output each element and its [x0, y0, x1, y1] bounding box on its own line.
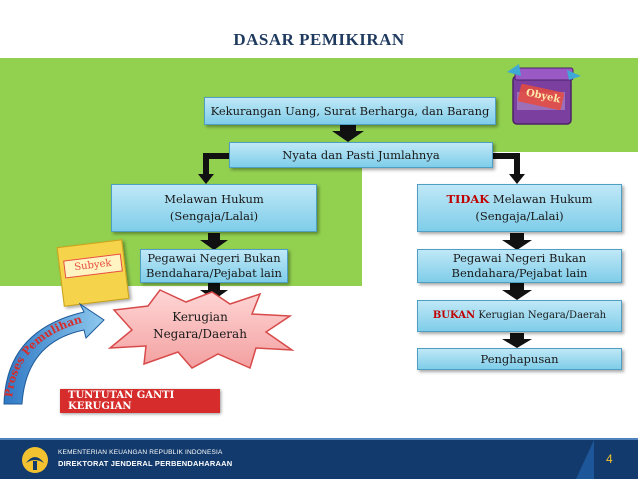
kerugian-line2: Negara/Daerah [153, 327, 247, 342]
footer-slash-accent [576, 440, 594, 479]
proses-pemulihan-arrow: Proses Pemulihan [2, 302, 105, 405]
melawan-line1: Melawan Hukum [164, 192, 264, 207]
connector-right-split [493, 153, 520, 176]
penghapusan-text: Penghapusan [480, 351, 559, 366]
kerugian-line1: Kerugian [172, 310, 228, 324]
box-nyata-text: Nyata dan Pasti Jumlahnya [282, 147, 440, 162]
bukan-kerugian-line: BUKAN Kerugian Negara/Daerah [433, 309, 606, 324]
ministry-logo-icon [22, 447, 48, 473]
box-melawan-hukum: Melawan Hukum (Sengaja/Lalai) [111, 184, 317, 232]
footer-ministry: KEMENTERIAN KEUANGAN REPUBLIK INDONESIA [58, 449, 223, 456]
arrow-pegawai-to-bukan [502, 283, 532, 300]
arrow-to-melawan [198, 174, 214, 184]
box-tidak-melawan-hukum: TIDAK Melawan Hukum (Sengaja/Lalai) [417, 184, 622, 232]
kerugian-text: Kerugian Negara/Daerah [128, 309, 272, 344]
pegawai-left-line2: Bendahara/Pejabat lain [146, 266, 282, 280]
box-pegawai-right: Pegawai Negeri Bukan Bendahara/Pejabat l… [417, 249, 622, 283]
box-kekurangan: Kekurangan Uang, Surat Berharga, dan Bar… [204, 97, 496, 125]
box-bukan-kerugian: BUKAN Kerugian Negara/Daerah [417, 300, 622, 332]
footer-accent-line [0, 438, 638, 440]
obyek-tag-icon [507, 64, 581, 125]
box-pegawai-left: Pegawai Negeri Bukan Bendahara/Pejabat l… [140, 249, 288, 283]
arrow-bukan-to-penghapusan [502, 333, 532, 348]
box-kekurangan-text: Kekurangan Uang, Surat Berharga, dan Bar… [210, 103, 490, 118]
tidak-melawan-line2: (Sengaja/Lalai) [475, 209, 564, 223]
connector-left-split [203, 153, 230, 176]
arrow-tidak-to-pegawai [502, 233, 532, 250]
footer-bar [0, 440, 638, 479]
tidak-word: TIDAK [446, 192, 490, 207]
proses-pemulihan-label: Proses Pemulihan [2, 313, 83, 398]
tuntutan-ganti-kerugian: TUNTUTAN GANTI KERUGIAN [60, 389, 220, 413]
box-penghapusan: Penghapusan [417, 348, 622, 370]
svg-text:Proses Pemulihan: Proses Pemulihan [2, 313, 83, 398]
pegawai-right-line2: Bendahara/Pejabat lain [451, 266, 588, 280]
bukan-word: BUKAN [432, 309, 476, 321]
kerugian-starburst [107, 289, 295, 370]
page-title: DASAR PEMIKIRAN [233, 30, 405, 49]
arrow-to-tidak-melawan [509, 174, 525, 184]
footer-directorate: DIREKTORAT JENDERAL PERBENDAHARAAN [58, 459, 233, 468]
arrow-pegawai-to-kerugian [200, 283, 228, 300]
melawan-line2: (Sengaja/Lalai) [169, 209, 259, 223]
bukan-rest: Kerugian Negara/Daerah [475, 309, 607, 321]
arrow-melawan-to-pegawai [200, 233, 228, 250]
arrow-top-to-nyata [332, 124, 364, 142]
pegawai-left-line1: Pegawai Negeri Bukan [147, 251, 281, 266]
tidak-melawan-line1: TIDAK Melawan Hukum [446, 191, 592, 208]
pegawai-right-line1: Pegawai Negeri Bukan [452, 251, 587, 266]
page-number: 4 [606, 452, 613, 466]
tidak-melawan-rest: Melawan Hukum [489, 192, 593, 207]
box-nyata: Nyata dan Pasti Jumlahnya [229, 142, 493, 168]
